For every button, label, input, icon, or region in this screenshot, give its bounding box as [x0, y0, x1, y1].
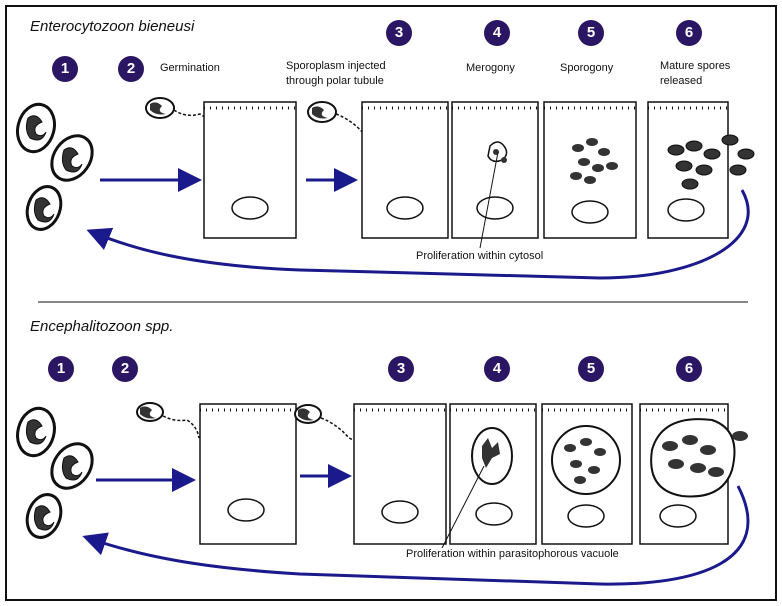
germinating-spore-2	[137, 403, 199, 438]
panel-2-title: Encephalitozoon spp.	[30, 318, 173, 335]
step-4-badge: 4	[484, 20, 510, 46]
spore-group-2	[12, 404, 100, 542]
step-6-badge: 6	[676, 20, 702, 46]
step-1-badge: 1	[52, 56, 78, 82]
step-2-badge-2: 2	[112, 356, 138, 382]
host-cell-2d	[542, 404, 632, 544]
label-injected-line1: Sporoplasm injected	[286, 60, 386, 73]
spore-group-1	[12, 100, 100, 234]
label-merogony: Merogony	[466, 62, 515, 75]
step-5-badge-2: 5	[578, 356, 604, 382]
label-released-line1: Mature spores	[660, 60, 730, 73]
label-injected-line2: through polar tubule	[286, 75, 384, 88]
host-cell-1a	[204, 102, 296, 238]
step-5-badge: 5	[578, 20, 604, 46]
host-cell-1e	[648, 102, 754, 238]
step-3-badge: 3	[386, 20, 412, 46]
panel-1-artwork	[12, 98, 754, 278]
label-proliferation-2: Proliferation within parasitophorous vac…	[404, 548, 621, 561]
panel-2-artwork	[12, 403, 748, 584]
step-1-badge-2: 1	[48, 356, 74, 382]
step-3-badge-2: 3	[388, 356, 414, 382]
label-released-line2: released	[660, 75, 702, 88]
host-cell-2b	[354, 404, 446, 544]
label-proliferation-1: Proliferation within cytosol	[414, 250, 545, 263]
host-cell-2c	[450, 404, 536, 544]
host-cell-2a	[200, 404, 296, 544]
step-6-badge-2: 6	[676, 356, 702, 382]
panel-1-title: Enterocytozoon bieneusi	[30, 18, 194, 35]
step-2-badge: 2	[118, 56, 144, 82]
host-cell-1b	[362, 102, 448, 238]
host-cell-1d	[544, 102, 636, 238]
label-germination: Germination	[160, 62, 220, 75]
host-cell-2e	[640, 404, 748, 544]
label-sporogony: Sporogony	[560, 62, 613, 75]
step-4-badge-2: 4	[484, 356, 510, 382]
